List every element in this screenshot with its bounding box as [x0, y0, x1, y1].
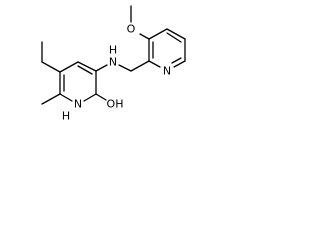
bond-c6p-n-inner: [171, 57, 182, 64]
bond-c6-n1: [59, 93, 73, 102]
bond-c4p-c5p: [166, 28, 186, 40]
bond-c6-methyl: [41, 93, 61, 105]
right-ring: [148, 28, 186, 68]
left-ring: [59, 61, 97, 102]
ethyl-group: [41, 41, 61, 73]
bond-c2-oh: [95, 93, 107, 101]
bond-n1-c2: [83, 93, 97, 102]
methoxy-group: [130, 5, 150, 40]
bond-ch2-c2prime: [130, 60, 150, 72]
atom-label-ring-h: H: [62, 110, 70, 123]
atom-label-amine-h: H: [109, 44, 117, 57]
atom-label-pyridine-n: N: [163, 65, 171, 78]
bond-c3-nh: [95, 64, 108, 72]
bond-nh-ch2: [118, 64, 132, 72]
atom-label-hydroxyl: OH: [107, 98, 124, 111]
bond-c3p-c4p: [148, 28, 168, 40]
bond-c4-c4-inner: [77, 65, 93, 75]
bond-c5-ch2: [41, 61, 61, 73]
atom-label-methoxy-o: O: [127, 23, 136, 36]
bond-c3p-o: [139, 33, 150, 40]
bond-c4-c5: [59, 61, 79, 73]
amine-linker: [95, 60, 150, 72]
bond-c4p-c5p-inner: [166, 32, 182, 43]
atom-label-amine-n: N: [109, 56, 117, 69]
bond-c6p-n: [173, 60, 186, 68]
bond-c3-c4: [77, 61, 97, 72]
atom-label-ring-n: N: [74, 98, 82, 111]
chemical-structure: O N H N N H OH: [41, 5, 186, 123]
bond-n-c2p: [148, 60, 161, 68]
